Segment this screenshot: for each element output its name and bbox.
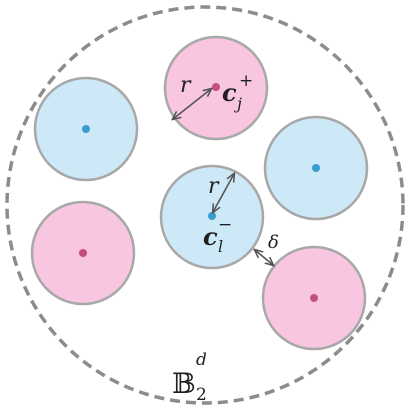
center-label-cl-sub: l bbox=[218, 237, 223, 256]
negative-circle-right bbox=[263, 115, 369, 221]
positive-circle-bottom-right bbox=[261, 245, 367, 351]
radius-label-center: r bbox=[208, 174, 220, 199]
center-point bbox=[82, 125, 90, 133]
center-point-cj bbox=[212, 83, 220, 91]
negative-circle-top-left bbox=[33, 76, 139, 182]
center-point bbox=[312, 164, 320, 172]
ball-label-sub: 2 bbox=[196, 385, 207, 405]
radius-arrow-center bbox=[213, 174, 234, 212]
center-point-cl bbox=[208, 212, 216, 220]
center-label-cj-sup: + bbox=[239, 71, 253, 91]
radius-arrow-top bbox=[173, 89, 211, 119]
positive-circle-left bbox=[30, 200, 136, 306]
gap-arrow bbox=[255, 250, 273, 265]
gap-label-delta: δ bbox=[268, 232, 279, 253]
ball-label: 𝔹 bbox=[172, 367, 196, 400]
negative-circle-cl bbox=[159, 164, 265, 270]
center-label-cl-sup: − bbox=[218, 215, 232, 235]
center-label-cj: c bbox=[222, 78, 237, 107]
center-label-cl: c bbox=[203, 222, 218, 251]
center-point bbox=[310, 294, 318, 302]
ball-label-sup: d bbox=[196, 350, 207, 370]
unit-ball-boundary bbox=[5, 5, 405, 405]
center-label-cj-sub: j bbox=[234, 94, 242, 113]
center-point bbox=[79, 249, 87, 257]
radius-label-top: r bbox=[180, 73, 192, 98]
